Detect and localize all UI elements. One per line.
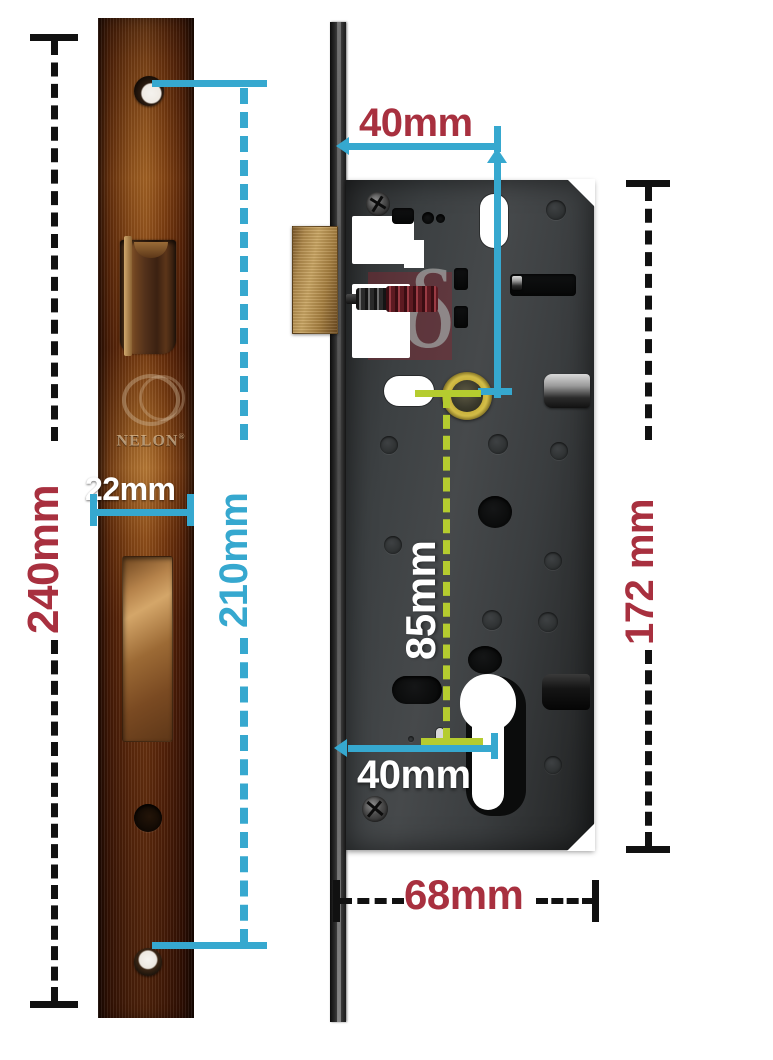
case-slot-pin — [512, 276, 522, 290]
strip-highlight — [337, 22, 341, 1022]
case-dimple-e — [544, 552, 562, 570]
case-screw-bottom — [362, 796, 388, 822]
dim-label-22mm: 22mm — [85, 471, 176, 507]
case-nub-upper-right — [544, 374, 590, 408]
dim-210-leader-top — [152, 80, 267, 87]
case-tab-a — [454, 268, 468, 290]
dim-85-leader-bottom — [421, 738, 483, 745]
case-dimple-b — [488, 434, 508, 454]
case-dimple-h — [544, 756, 562, 774]
case-dimple-i — [408, 736, 414, 742]
dim-68-line-right — [536, 898, 594, 904]
dim-label-240mm: 240mm — [19, 484, 68, 634]
cutout-panel-upper — [352, 216, 414, 264]
brand-ring-emblem — [122, 374, 185, 426]
dim-85-leader-top — [415, 390, 481, 397]
case-dimple-d — [384, 536, 402, 554]
dim-68-line-left — [340, 898, 404, 904]
dim-68-cap-right — [592, 880, 599, 922]
dim-40-down-arrowhead — [487, 148, 507, 163]
deadbolt-grain — [293, 227, 337, 333]
dim-40-bottom-rule — [348, 745, 496, 752]
faceplate-screw-hole-bottom — [134, 948, 162, 976]
dim-40-spindle-tick — [478, 388, 512, 395]
dim-172-cap-top — [626, 180, 670, 187]
dim-label-172mm: 172 mm — [618, 499, 662, 645]
dim-40-top-tick — [494, 126, 501, 152]
dim-172-line-lower — [645, 650, 652, 846]
dim-40-top-rule — [348, 143, 500, 150]
dim-label-210mm: 210mm — [212, 492, 256, 628]
case-slot-upper-left — [392, 208, 414, 224]
dim-label-40mm-cylinder: 40mm — [357, 753, 471, 797]
case-long-slot — [510, 274, 576, 296]
faceplate-spindle-hole — [134, 804, 162, 832]
dim-22-tick-right — [187, 494, 194, 526]
dim-label-85mm: 85mm — [397, 540, 444, 660]
case-nub-lower-right — [542, 674, 590, 710]
dim-40-drop-line — [494, 160, 501, 398]
faceplate-mortise-slot — [122, 556, 173, 742]
dim-240-line-upper — [51, 41, 58, 441]
faceplate-brushed-grain — [98, 18, 194, 1018]
dim-172-line-upper — [645, 187, 652, 440]
case-hole-lower-left — [468, 646, 502, 674]
case-dimple-a — [380, 436, 398, 454]
case-hole-upper-a — [422, 212, 434, 224]
spring-rod — [346, 294, 362, 304]
brand-registered-mark: ® — [178, 432, 186, 441]
case-dimple-c — [550, 442, 568, 460]
spring-coil-red — [386, 286, 438, 312]
keyway-blade-slot — [472, 712, 504, 810]
dim-40-bottom-tick — [491, 733, 498, 759]
lock-faceplate: NELON® — [98, 18, 194, 1018]
case-hole-lower-oval — [392, 676, 442, 704]
case-tab-b — [454, 306, 468, 328]
faceplate-brand-text: NELON® — [112, 432, 190, 450]
dim-210-leader-bottom — [152, 942, 267, 949]
case-screw-top — [366, 192, 390, 216]
case-dimple-upper-right — [546, 200, 566, 220]
keyway-mini-marker — [436, 728, 444, 746]
dim-85-line — [443, 394, 450, 742]
dim-240-cap-top — [30, 34, 78, 41]
deadbolt-brass — [292, 226, 338, 334]
dim-label-40mm-backset: 40mm — [359, 101, 473, 145]
cutout-panel-mid — [404, 240, 424, 268]
dim-172-cap-bottom — [626, 846, 670, 853]
dim-68-cap-left — [333, 880, 340, 922]
case-hole-upper-b — [436, 214, 445, 223]
case-dimple-g — [538, 612, 558, 632]
dim-210-line-lower — [240, 638, 248, 945]
latch-bolt — [120, 236, 176, 356]
case-hole-center — [478, 496, 512, 528]
brand-name: NELON — [116, 432, 179, 450]
dim-40-top-arrowhead — [336, 137, 349, 155]
case-dimple-f — [482, 610, 502, 630]
dim-label-68mm: 68mm — [404, 871, 524, 918]
dim-22-tick-left — [90, 494, 97, 526]
dim-240-line-lower — [51, 640, 58, 1001]
dim-240-cap-bottom — [30, 1001, 78, 1008]
dim-210-line-upper — [240, 88, 248, 440]
dim-22-rule — [93, 509, 189, 516]
dim-40-bottom-arrowhead — [334, 739, 347, 757]
lock-case-faceplate-strip — [330, 22, 346, 1022]
